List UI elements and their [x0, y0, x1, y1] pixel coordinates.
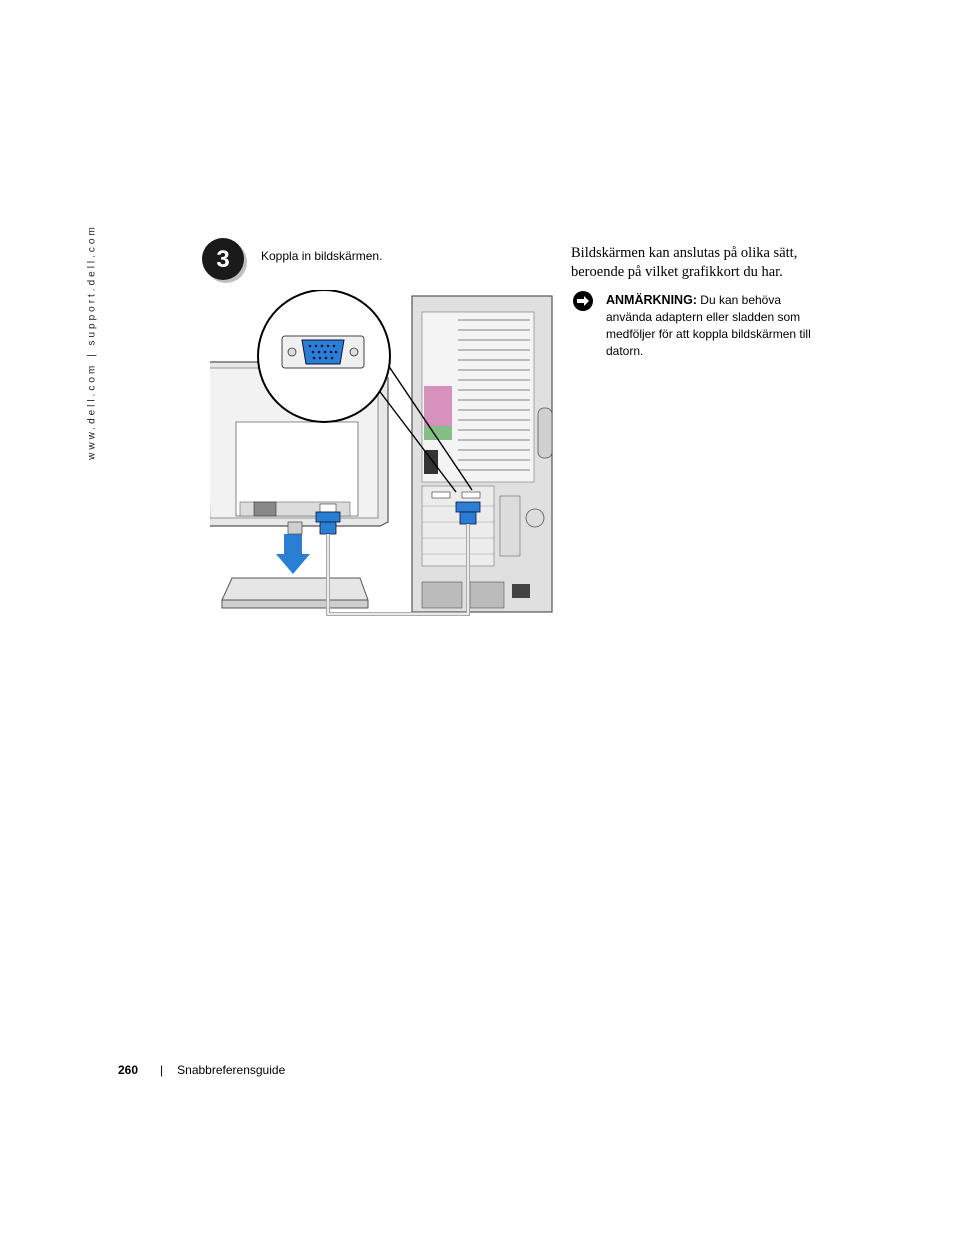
down-arrow-icon: [276, 534, 310, 574]
step-badge-icon: 3: [202, 238, 247, 283]
note-text: Du kan behöva använda adaptern eller sla…: [606, 293, 811, 358]
vga-connector-icon: [301, 339, 345, 365]
page-footer: 260 | Snabbreferensguide: [118, 1063, 285, 1077]
step-label: Koppla in bildskärmen.: [261, 249, 383, 263]
zoom-callout: [257, 290, 391, 423]
side-url: www.dell.com | support.dell.com: [84, 224, 100, 460]
footer-title: Snabbreferensguide: [177, 1063, 286, 1077]
note-icon: [573, 291, 593, 311]
note: ANMÄRKNING: Du kan behöva använda adapte…: [606, 292, 826, 360]
step-number: 3: [216, 246, 229, 273]
note-label: ANMÄRKNING:: [606, 293, 697, 307]
footer-separator: |: [160, 1063, 164, 1077]
monitor-vga-plug: [315, 511, 341, 535]
computer-tower: [411, 295, 553, 613]
monitor-connection-illustration: [210, 290, 553, 616]
monitor-stand: [221, 577, 369, 609]
intro-text: Bildskärmen kan anslutas på olika sätt, …: [571, 245, 798, 280]
tower-vga-plug: [455, 501, 481, 525]
side-url-text: www.dell.com | support.dell.com: [86, 224, 98, 460]
page-number: 260: [118, 1063, 139, 1077]
